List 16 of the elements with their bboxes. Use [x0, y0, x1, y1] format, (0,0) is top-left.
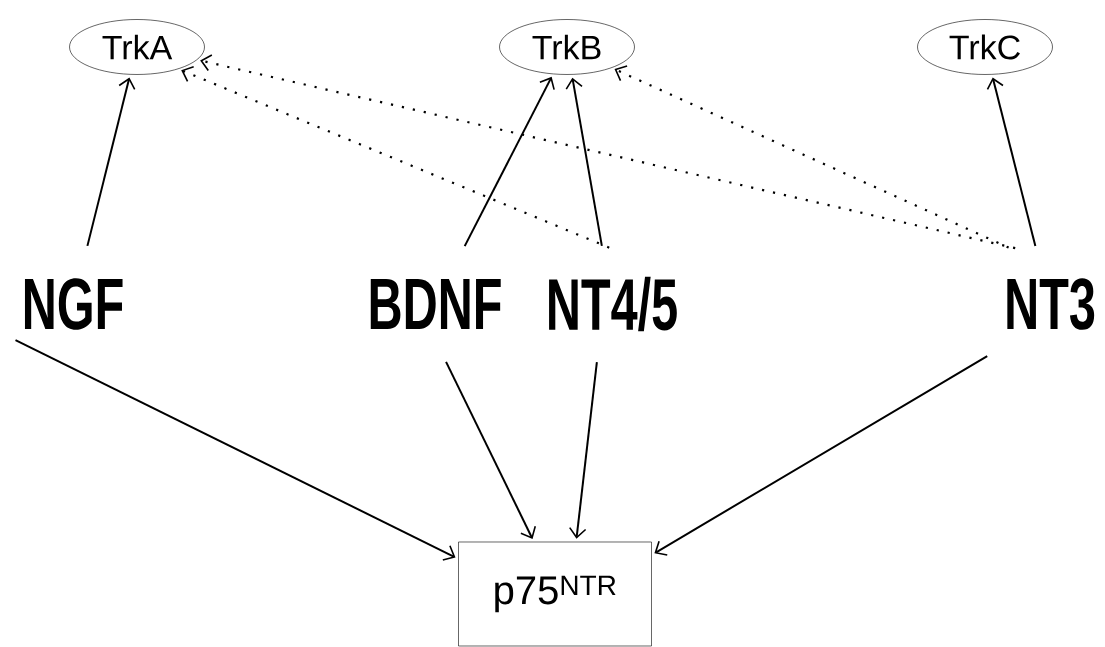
arrow: [463, 76, 555, 248]
arrow: [986, 77, 1037, 247]
receptor-box: p75$^{NTR}$: [458, 541, 652, 647]
dotted-arrow: [181, 65, 610, 249]
arrow: [86, 77, 136, 247]
ligand-label: BDNF: [370, 278, 501, 330]
arrow: [445, 360, 537, 539]
arrow: [568, 361, 598, 539]
arrow: [565, 77, 603, 247]
dotted-arrow: [200, 54, 1016, 250]
ligand-label: NGF: [24, 278, 123, 330]
dotted-arrow: [614, 65, 1010, 249]
ligand-label: NT4/5: [549, 276, 677, 332]
ligand-label: NT3: [1007, 278, 1095, 330]
arrow: [14, 339, 456, 561]
arrow: [654, 355, 989, 556]
